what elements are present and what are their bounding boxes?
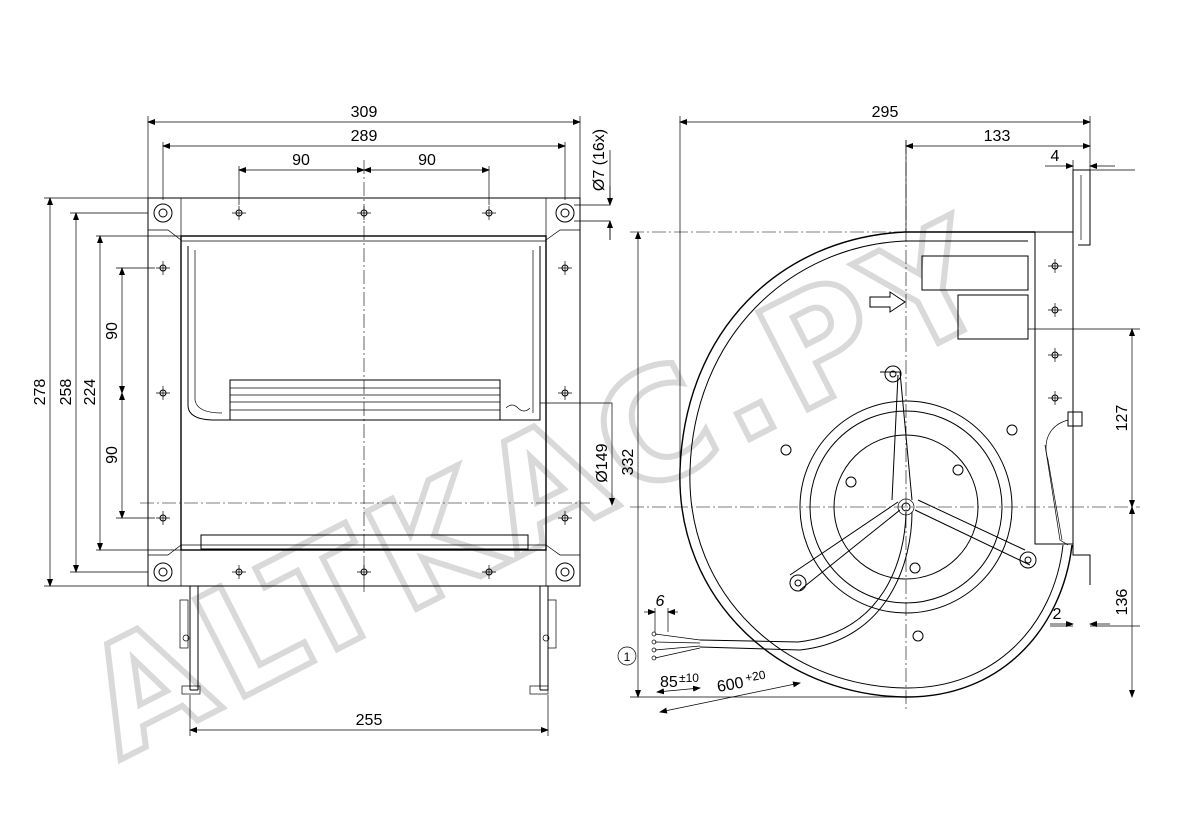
housing-interior xyxy=(187,246,541,421)
terminal-block xyxy=(1067,411,1083,427)
break-symbol xyxy=(505,404,531,412)
dim-90-upper: 90 xyxy=(104,322,121,340)
label-plate-2 xyxy=(957,294,1029,340)
item-marker-circle xyxy=(617,646,637,666)
front-view: 309 289 90 90 Ø7 (16x) 278 258 224 90 90… xyxy=(32,104,613,736)
impeller-strip xyxy=(229,379,501,421)
dim-inlet-diameter: Ø149 xyxy=(594,443,611,482)
airflow-arrow-icon xyxy=(869,291,906,313)
dim-289: 289 xyxy=(351,128,378,145)
dim-wire-length: 85 xyxy=(660,674,678,691)
outlet-opening xyxy=(180,235,547,551)
item-marker: 1 xyxy=(624,650,631,664)
dim-309: 309 xyxy=(351,104,378,121)
dim-2: 2 xyxy=(1053,606,1062,623)
dim-wire-length-tol: ±10 xyxy=(679,671,699,685)
dim-cable-length: 600 xyxy=(716,675,745,696)
side-view: 295 133 4 Ø149 332 127 136 2 6 85 ±10 60… xyxy=(540,104,1140,714)
dim-wire-strip: 6 xyxy=(656,593,665,610)
corner-holes xyxy=(153,203,575,582)
side-plate-holes xyxy=(1048,259,1062,405)
dim-136: 136 xyxy=(1114,589,1131,616)
dim-255: 255 xyxy=(356,712,383,729)
dim-133: 133 xyxy=(984,128,1011,145)
cable xyxy=(699,511,913,651)
top-flange xyxy=(1072,169,1091,246)
dim-258: 258 xyxy=(58,379,75,406)
watermark-text: ALTKAC.PY xyxy=(57,184,1024,792)
dim-127: 127 xyxy=(1114,405,1131,432)
support-arms xyxy=(789,371,1031,591)
dim-278: 278 xyxy=(32,379,49,406)
dim-332: 332 xyxy=(620,449,637,476)
dim-90-left: 90 xyxy=(292,152,310,169)
dim-90-lower: 90 xyxy=(104,446,121,464)
dim-hole-diameter: Ø7 (16x) xyxy=(591,129,608,191)
dim-4: 4 xyxy=(1051,148,1060,165)
dim-224: 224 xyxy=(82,379,99,406)
side-plate xyxy=(1034,231,1074,545)
dim-cable-length-tol: +20 xyxy=(744,668,767,685)
dim-90-right: 90 xyxy=(418,152,436,169)
scroll-housing xyxy=(679,231,1073,698)
dim-295: 295 xyxy=(872,104,899,121)
label-plate-1 xyxy=(921,255,1029,291)
